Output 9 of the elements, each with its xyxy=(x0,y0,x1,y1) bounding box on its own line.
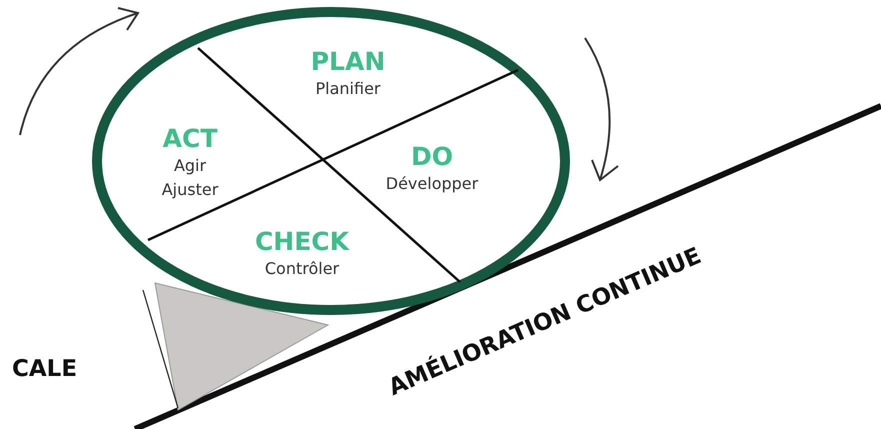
wedge-label: CALE xyxy=(12,356,78,382)
phase-title: PLAN xyxy=(310,47,386,77)
phase-description: Planifier xyxy=(316,78,380,100)
phase-description: Développer xyxy=(386,173,478,195)
phase-description: Contrôler xyxy=(264,258,340,280)
phase-title: DO xyxy=(410,142,453,172)
phase-title: CHECK xyxy=(254,227,350,257)
phase-title: ACT xyxy=(162,124,218,154)
phase-description: Agir Ajuster xyxy=(162,155,218,201)
